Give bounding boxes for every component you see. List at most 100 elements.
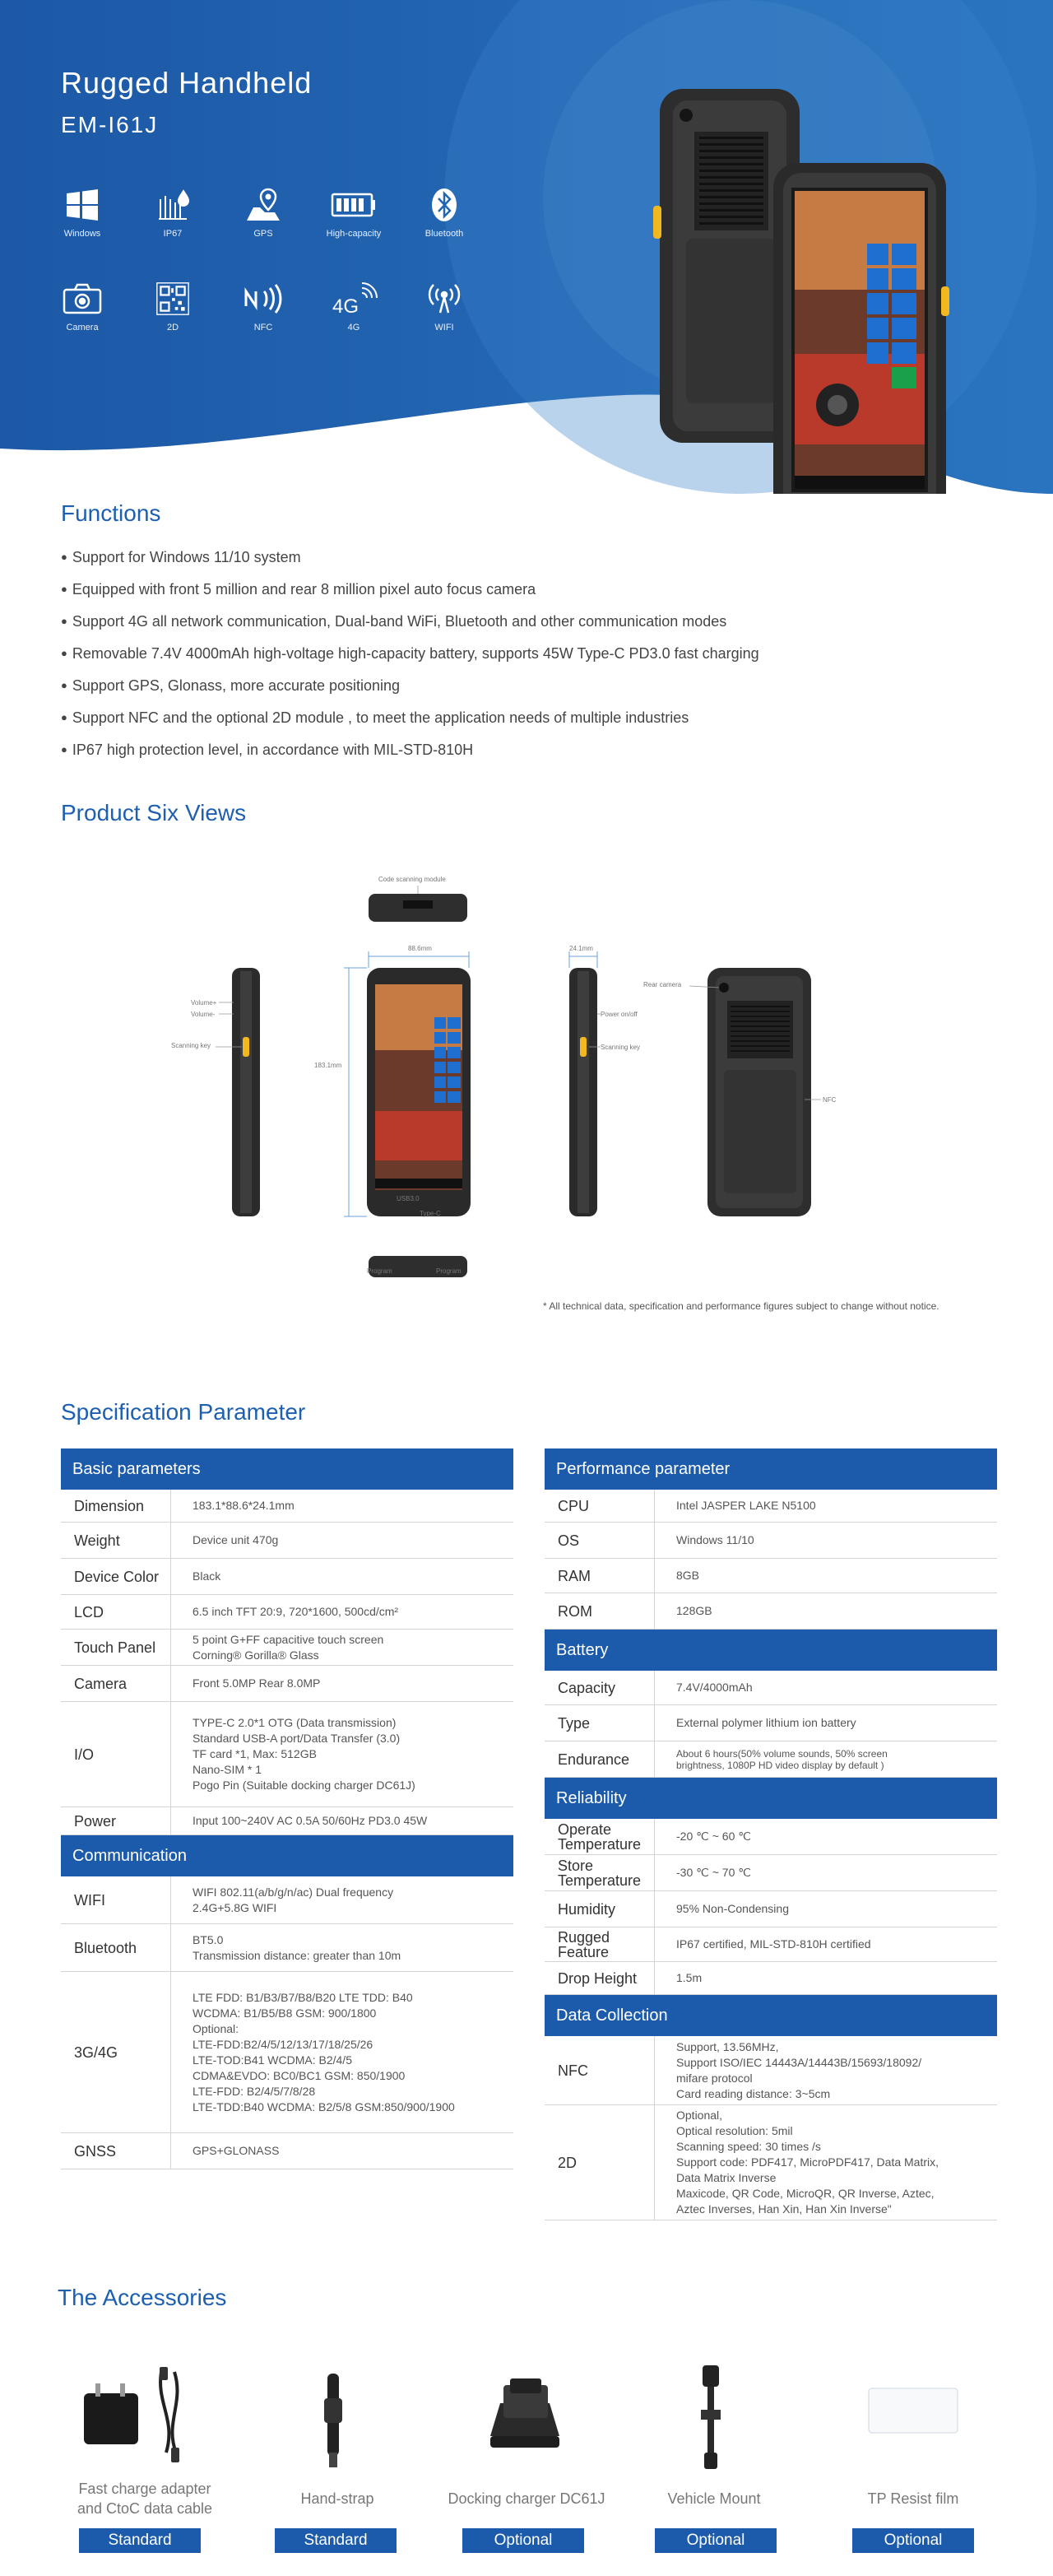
label-scan-left: Scanning key <box>171 1042 211 1049</box>
spec-value: 1.5m <box>676 1971 703 1984</box>
spec-value: Input 100~240V AC 0.5A 50/60Hz PD3.0 45W <box>193 1814 428 1827</box>
spec-key: 2D <box>545 2105 655 2220</box>
spec-key: Weight <box>61 1523 171 1558</box>
accessory-name-adapter: Fast charge adapter and CtoC data cable <box>77 2481 213 2517</box>
spec-value: Black <box>193 1569 221 1583</box>
spec-value: Intel JASPER LAKE N5100 <box>676 1499 816 1512</box>
nfc-icon <box>244 284 282 314</box>
label-usb: USB3.0 <box>397 1195 420 1202</box>
spec-section-header: Communication <box>61 1835 513 1876</box>
spec-section-header: Reliability <box>545 1778 997 1819</box>
spec-section-header: Basic parameters <box>61 1448 513 1490</box>
wifi-icon <box>428 284 461 314</box>
spec-key: RAM <box>545 1559 655 1593</box>
label-program-1: Program <box>367 1267 392 1275</box>
label-depth: 24.1mm <box>569 945 593 952</box>
spec-value: IP67 certified, MIL-STD-810H certified <box>676 1937 871 1951</box>
spec-section-header: Performance parameter <box>545 1448 997 1490</box>
label-volume-up: Volume+ <box>191 999 217 1007</box>
accessory-tag-standard: Standard <box>79 2528 201 2553</box>
spec-value: 7.4V/4000mAh <box>676 1681 753 1694</box>
spec-row: Rugged Feature IP67 certified, MIL-STD-81… <box>545 1927 997 1962</box>
spec-row: Type External polymer lithium ion battery <box>545 1705 997 1741</box>
list-item: Removable 7.4V 4000mAh high-voltage high… <box>61 643 759 675</box>
spec-row: Bluetooth BT5.0 Transmission distance: gr… <box>61 1924 513 1972</box>
spec-value: 95% Non-Condensing <box>676 1902 789 1915</box>
battery-icon <box>331 193 375 217</box>
spec-key: Power <box>61 1807 171 1834</box>
label-volume-down: Volume- <box>191 1011 216 1018</box>
functions-title: Functions <box>61 500 161 526</box>
spec-value: 183.1*88.6*24.1mm <box>193 1499 295 1512</box>
hero-banner: Rugged Handheld EM-I61J Windows IP67 GPS <box>0 0 1053 494</box>
feature-battery: High-capacity <box>313 188 395 239</box>
spec-value: Device unit 470g <box>193 1533 279 1546</box>
spec-value: 5 point G+FF capacitive touch screen Cor… <box>193 1632 384 1662</box>
spec-row: Operate Temperature-20 ℃ ~ 60 ℃ <box>545 1819 997 1855</box>
feature-2d: 2D <box>132 281 214 332</box>
product-model: EM-I61J <box>61 112 159 137</box>
tp-film-image <box>868 2388 958 2434</box>
spec-row: Device Color Black <box>61 1559 513 1595</box>
gps-icon <box>247 188 280 221</box>
spec-key: Store Temperature <box>545 1855 655 1890</box>
spec-value: External polymer lithium ion battery <box>676 1716 856 1729</box>
accessory-name-vehicle-mount: Vehicle Mount <box>667 2490 761 2507</box>
feature-bluetooth: Bluetooth <box>403 188 485 239</box>
spec-row: RAM 8GB <box>545 1559 997 1593</box>
list-item: IP67 high protection level, in accordanc… <box>61 739 759 771</box>
spec-value: WIFI 802.11(a/b/g/n/ac) Dual frequency 2… <box>193 1885 394 1914</box>
spec-key: Camera <box>61 1666 171 1701</box>
accessory-name-tp-film: TP Resist film <box>867 2490 959 2507</box>
list-item: Equipped with front 5 million and rear 8… <box>61 579 759 611</box>
label-rear-camera: Rear camera <box>643 981 682 988</box>
feature-4g: 4G 4G <box>313 281 395 332</box>
feature-nfc: NFC <box>222 281 304 332</box>
spec-row: Humidity 95% Non-Condensing <box>545 1891 997 1927</box>
accessory-name-docking: Docking charger DC61J <box>448 2490 605 2507</box>
svg-text:4G: 4G <box>332 295 359 316</box>
spec-key: 3G/4G <box>61 1972 171 2132</box>
accessory-tag-optional: Optional <box>852 2528 974 2553</box>
list-item: Support NFC and the optional 2D module ,… <box>61 707 759 739</box>
spec-key: Humidity <box>545 1891 655 1927</box>
spec-value: 128GB <box>676 1604 712 1617</box>
accessories-images <box>84 2365 958 2469</box>
spec-key: Bluetooth <box>61 1924 171 1971</box>
spec-row: Capacity 7.4V/4000mAh <box>545 1671 997 1705</box>
windows-icon <box>67 189 98 221</box>
label-code-module: Code scanning module <box>378 876 446 883</box>
spec-value: TYPE-C 2.0*1 OTG (Data transmission) Sta… <box>193 1716 415 1792</box>
qr-code-icon <box>156 282 189 315</box>
label-nfc: NFC <box>823 1096 837 1104</box>
spec-key: ROM <box>545 1593 655 1629</box>
spec-key: Capacity <box>545 1671 655 1704</box>
list-item: Support GPS, Glonass, more accurate posi… <box>61 675 759 707</box>
spec-key: I/O <box>61 1702 171 1806</box>
spec-value: BT5.0 Transmission distance: greater tha… <box>193 1932 401 1962</box>
docking-charger-image <box>490 2378 559 2448</box>
spec-value: -20 ℃ ~ 60 ℃ <box>676 1830 751 1843</box>
spec-value: 8GB <box>676 1569 700 1582</box>
bluetooth-icon <box>432 188 457 221</box>
spec-section-header: Data Collection <box>545 1995 997 2036</box>
spec-key: Device Color <box>61 1559 171 1594</box>
4g-icon: 4G <box>332 282 378 316</box>
spec-value: Support, 13.56MHz, Support ISO/IEC 14443… <box>676 2039 922 2100</box>
spec-row: NFC Support, 13.56MHz, Support ISO/IEC 14… <box>545 2036 997 2105</box>
spec-key: Rugged Feature <box>545 1927 655 1961</box>
functions-list: Support for Windows 11/10 system Equippe… <box>61 546 759 771</box>
spec-key: NFC <box>545 2036 655 2104</box>
spec-value: Front 5.0MP Rear 8.0MP <box>193 1676 321 1690</box>
spec-value: 6.5 inch TFT 20:9, 720*1600, 500cd/cm² <box>193 1605 399 1618</box>
spec-key: CPU <box>545 1490 655 1522</box>
label-height: 183.1mm <box>314 1062 342 1069</box>
spec-key: Type <box>545 1705 655 1741</box>
spec-value: Optional, Optical resolution: 5mil Scann… <box>676 2109 939 2216</box>
